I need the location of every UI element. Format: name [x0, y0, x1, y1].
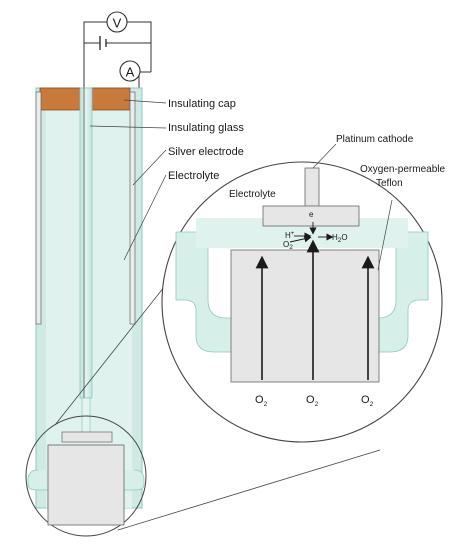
water-label: H2O — [332, 233, 348, 244]
label-insulating-cap: Insulating cap — [168, 98, 236, 110]
platinum-cathode-stem — [304, 167, 320, 209]
magnified-view — [161, 143, 443, 443]
teflon-membrane-small — [47, 444, 125, 526]
oxygen-reactant-label: O2 — [283, 240, 293, 251]
circuit-wires — [83, 21, 152, 88]
insulating-cap-right — [91, 87, 131, 111]
label-insulating-glass: Insulating glass — [168, 122, 244, 134]
voltmeter-label: V — [113, 16, 122, 31]
label-silver-electrode: Silver electrode — [168, 146, 244, 158]
platinum-cathode-head — [262, 205, 360, 227]
reaction-arrows — [289, 222, 334, 243]
label-leaders — [89, 99, 167, 261]
silver-electrode-left — [35, 91, 42, 325]
ammeter-label: A — [126, 65, 135, 80]
battery-icon — [99, 36, 107, 50]
label-electrolyte-inset: Electrolyte — [229, 189, 276, 200]
o2-label-1: O2 — [255, 394, 268, 408]
insulating-glass-rod — [79, 87, 93, 399]
o2-label-2: O2 — [306, 394, 319, 408]
ammeter: A — [119, 60, 141, 82]
magnify-circle-small — [25, 415, 147, 537]
label-platinum-cathode: Platinum cathode — [336, 134, 414, 145]
teflon-membrane — [230, 249, 380, 383]
proton-label: H+ — [285, 231, 295, 240]
label-electrolyte: Electrolyte — [168, 170, 219, 182]
label-teflon: Teflon — [376, 178, 403, 189]
label-oxygen-permeable: Oxygen-permeable — [360, 164, 445, 175]
o2-arrows — [255, 239, 375, 380]
insulating-cap-left — [39, 87, 81, 111]
voltmeter: V — [106, 11, 128, 33]
o2-label-3: O2 — [361, 394, 374, 408]
silver-electrode-right — [129, 91, 136, 325]
electrode-body — [25, 87, 147, 537]
electron-label: e — [309, 210, 314, 219]
